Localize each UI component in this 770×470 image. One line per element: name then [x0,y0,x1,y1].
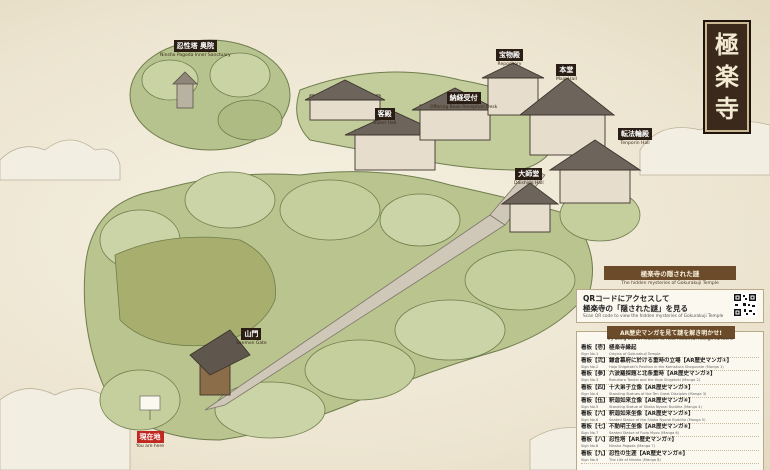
qr-heading-1: QRコードにアクセスして [583,294,670,303]
ar-title-en: Rokuhara Tandai and the Hojo Shigetoki (… [609,378,701,383]
title-char-2: 楽 [715,62,739,91]
ar-list-item: 看板【八】Sign No.8 忍性塔【AR歴史マンガ⑦】Ninsho Pagod… [581,437,759,451]
temple-buildings [189,62,642,396]
ar-title-en: Hojo Shigetoki's Position in the Kamakur… [609,365,724,370]
ar-title: 不動明王坐像【AR歴史マンガ⑥】 [609,424,694,431]
label-guest-hall: 客殿 Guest Hall [373,108,396,126]
ar-sign-label: 看板【伍】 [581,397,609,404]
label-main-hall: 本堂 Main Hall [556,64,577,82]
ar-sign-en: Sign No.8 [581,444,599,449]
label-pagoda-jp: 忍性塔 奥院 [173,40,218,52]
ar-sign-label: 看板【弐】 [581,358,609,365]
ar-tab: AR歴史マンガを見て謎を解き明かせ! [607,326,735,339]
ar-title: 鎌倉幕府に於ける重時の立場【AR歴史マンガ①】 [609,358,733,365]
label-treasury: 宝物殿 Repository [496,49,523,67]
ar-title-en: Standing Statue of Shaka Nyorai Buddha (… [609,404,702,409]
ar-list-item: 看板【九】Sign No.9 忍性の生涯【AR歴史マンガ⑧】The Life o… [581,451,759,464]
label-main-hall-en: Main Hall [556,77,577,82]
ar-sign-en: Sign No.3 [581,378,599,383]
mystery-panel: 極楽寺の隠された謎 The hidden mysteries of Gokura… [576,266,764,470]
label-reception-en: Offering Book Reception Desk [430,105,498,110]
ar-sign-en: Sign No.5 [581,404,599,409]
qr-box: QRコードにアクセスして 極楽寺の「隠された謎」を見る Scan QR code… [576,289,764,323]
ar-title: 十大弟子立像【AR歴史マンガ③】 [609,384,694,391]
panel-tab: 極楽寺の隠された謎 [604,266,736,280]
label-guest-hall-en: Guest Hall [373,121,397,126]
ar-sign-en: Sign No.2 [581,365,599,370]
meadow [114,236,276,347]
ar-sign-en: Sign No.1 [581,352,599,356]
label-sanmon-en: Sanmon Gate [236,341,267,346]
ar-sign-en: Sign No.6 [581,417,599,422]
label-main-hall-jp: 本堂 [556,64,577,76]
qr-code-icon[interactable] [733,293,757,317]
label-here-en: You are here [136,444,165,449]
ar-list-item: 看板【七】Sign No.7 不動明王坐像【AR歴史マンガ⑥】Seated St… [581,424,759,438]
ar-title-en: Origins of Gokurakuji Temple [609,352,661,356]
ar-title: 釈迦如来坐像【AR歴史マンガ⑤】 [609,410,694,417]
ar-title: 極楽寺縁起 [609,345,637,351]
label-reception-jp: 納経受付 [446,92,481,104]
ar-sign-en: Sign No.4 [581,391,599,396]
ar-subtext: Try using the AR feature to read histori… [607,337,733,342]
ar-title-en: Seated Statue of the Shaka Nyorai Buddha… [609,417,706,422]
temple-title-plaque: 極 楽 寺 [703,20,751,134]
label-treasury-en: Repository [497,62,522,67]
ar-sign-en: Sign No.7 [581,431,599,436]
qr-heading-2: 極楽寺の「隠された謎」を見る [583,304,688,313]
ar-sign-label: 看板【六】 [581,410,609,417]
ar-sign-en: Sign No.9 [581,457,599,462]
ar-title: 忍性塔【AR歴史マンガ⑦】 [609,437,678,444]
label-tenporin: 転法輪殿 Tenporin Hall [618,128,652,146]
ar-title: 忍性の生涯【AR歴史マンガ⑧】 [609,450,689,457]
label-you-are-here: 現在地 You are here [136,431,164,449]
label-here-jp: 現在地 [136,431,164,443]
title-char-3: 寺 [715,94,739,123]
ar-title-en: Seated Statue of Fudo Myoo (Manga 6) [609,431,680,436]
ar-sign-label: 看板【八】 [581,437,609,444]
pagoda-grove [129,39,291,151]
label-pagoda: 忍性塔 奥院 Ninsho Pagoda Inner Sanctuary [160,40,231,58]
label-treasury-jp: 宝物殿 [496,49,523,61]
ar-sign-label: 看板【参】 [581,371,609,378]
ar-title-en: The Life of Ninsho (Manga 8) [609,457,661,462]
label-sanmon: 山門 Sanmon Gate [236,328,267,346]
label-guest-hall-jp: 客殿 [374,108,395,120]
label-reception: 納経受付 Offering Book Reception Desk [430,92,497,110]
label-daishi-en: Daishido Hall [514,181,544,186]
qr-subtext: Scan QR code to view the hidden mysterie… [583,314,724,319]
ar-title-en: Ninsho Pagoda (Manga 7) [609,444,656,449]
here-marker [139,395,161,420]
label-daishi: 大師堂 Daishido Hall [514,168,544,186]
ar-list-item: 看板【四】Sign No.4 十大弟子立像【AR歴史マンガ③】Standing … [581,385,759,398]
ar-list-item: 看板【弐】Sign No.2 鎌倉幕府に於ける重時の立場【AR歴史マンガ①】Ho… [581,358,759,372]
panel-tab-sub: The hidden mysteries of Gokurakuji Templ… [621,281,719,286]
label-tenporin-en: Tenporin Hall [620,141,650,146]
ar-list-item: 看板【六】Sign No.6 釈迦如来坐像【AR歴史マンガ⑤】Seated St… [581,410,759,425]
ar-title: 釈迦如来立像【AR歴史マンガ④】 [609,397,694,404]
ar-title: 六波羅探題と北条重時【AR歴史マンガ②】 [609,371,716,378]
ar-sign-label: 看板【四】 [581,384,609,391]
label-pagoda-en: Ninsho Pagoda Inner Sanctuary [160,53,231,58]
ar-list-item: 看板【参】Sign No.3 六波羅探題と北条重時【AR歴史マンガ②】Rokuh… [581,371,759,385]
ar-title-en: Standing Statues of the Ten Great Discip… [609,391,707,396]
ar-manga-box: AR歴史マンガを見て謎を解き明かせ! Try using the AR feat… [576,326,764,470]
ar-list-item: 看板【伍】Sign No.5 釈迦如来立像【AR歴史マンガ④】Standing … [581,398,759,411]
label-sanmon-jp: 山門 [241,328,262,340]
ar-sign-label: 看板【壱】 [581,345,609,351]
ar-sign-label: 看板【七】 [581,424,609,431]
label-tenporin-jp: 転法輪殿 [618,128,652,140]
ar-sign-label: 看板【九】 [581,450,609,457]
label-daishi-jp: 大師堂 [515,168,543,180]
title-char-1: 極 [715,30,739,59]
